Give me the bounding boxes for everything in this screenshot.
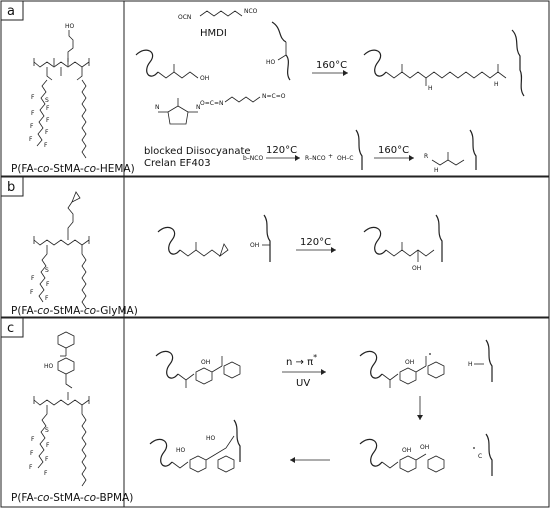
panel-c-radical-pair: OH OH C bbox=[359, 433, 493, 476]
svg-text:F: F bbox=[30, 123, 34, 130]
svg-text:R: R bbox=[424, 153, 428, 160]
svg-text:F: F bbox=[44, 470, 48, 477]
svg-text:F: F bbox=[46, 281, 50, 288]
temp-2: 120°C bbox=[266, 145, 297, 156]
svg-text:H: H bbox=[468, 361, 473, 368]
panel-b-reactant-epoxide bbox=[157, 226, 229, 258]
svg-text:OH: OH bbox=[402, 447, 411, 454]
svg-text:F: F bbox=[44, 142, 48, 149]
svg-text:HO: HO bbox=[266, 59, 276, 66]
svg-text:OCN: OCN bbox=[178, 14, 191, 21]
panel-c-reactant-benzophenone: OH bbox=[155, 350, 241, 388]
svg-text:O=C=N: O=C=N bbox=[200, 100, 223, 107]
panel-c-excited-state: OH H bbox=[359, 339, 493, 388]
svg-text:F: F bbox=[46, 105, 50, 112]
svg-text:HO: HO bbox=[44, 363, 54, 370]
panel-a-letter: a bbox=[7, 4, 15, 19]
panel-b-letter: b bbox=[7, 180, 15, 195]
panel-b-product: OH bbox=[363, 214, 443, 272]
svg-text:H: H bbox=[434, 167, 439, 174]
svg-text:S: S bbox=[45, 97, 49, 104]
temp-1: 160°C bbox=[316, 60, 347, 71]
panel-b-frame bbox=[0, 176, 550, 318]
panel-b-caption: P(FA-co-StMA-co-GlyMA) bbox=[11, 305, 138, 317]
svg-text:F: F bbox=[46, 442, 50, 449]
hmdi-label: HMDI bbox=[200, 28, 227, 39]
svg-text:F: F bbox=[46, 117, 50, 124]
svg-text:F: F bbox=[45, 456, 49, 463]
panel-a-caption: P(FA-co-StMA-co-HEMA) bbox=[11, 163, 135, 175]
svg-text:HO: HO bbox=[176, 447, 186, 454]
svg-text:F: F bbox=[45, 295, 49, 302]
blocked-label-line2: Crelan EF403 bbox=[144, 158, 211, 169]
svg-text:H: H bbox=[428, 85, 433, 92]
svg-text:N=C=O: N=C=O bbox=[262, 93, 286, 100]
svg-text:F: F bbox=[31, 94, 35, 101]
reactant-hema-polymer: OH bbox=[135, 49, 209, 82]
plus-sign: + bbox=[328, 153, 333, 160]
svg-text:OH: OH bbox=[250, 242, 259, 249]
svg-text:F: F bbox=[45, 129, 49, 136]
reactant-chain-oh: HO bbox=[266, 21, 291, 81]
svg-text:F: F bbox=[29, 136, 33, 143]
svg-text:NCO: NCO bbox=[244, 8, 258, 15]
blocked-label-line1: blocked Diisocyanate bbox=[144, 146, 251, 157]
svg-text:S: S bbox=[45, 267, 49, 274]
urethane-product: H H bbox=[363, 29, 525, 97]
svg-text:H: H bbox=[494, 81, 499, 88]
panel-b-letter-box bbox=[0, 176, 24, 197]
svg-text:HO: HO bbox=[206, 435, 216, 442]
svg-text:N: N bbox=[155, 104, 160, 111]
svg-text:C: C bbox=[478, 453, 482, 460]
svg-text:OH: OH bbox=[420, 444, 429, 451]
diisocyanate-structure: O=C=N N=C=O bbox=[200, 93, 286, 107]
carbamate-product: R H bbox=[424, 129, 477, 174]
panel-b-temp: 120°C bbox=[300, 237, 331, 248]
hmdi-molecule: OCN NCO bbox=[178, 8, 258, 21]
fragment-bnco: b–NCO bbox=[243, 155, 263, 162]
fragment-ohc: OH–C bbox=[337, 155, 353, 162]
panel-c-caption: P(FA-co-StMA-co-BPMA) bbox=[11, 492, 133, 504]
svg-text:HO: HO bbox=[65, 23, 75, 30]
svg-text:F: F bbox=[31, 275, 35, 282]
panel-c-crosslinked-product: HO HO bbox=[149, 419, 241, 473]
svg-text:OH: OH bbox=[412, 265, 421, 272]
svg-text:F: F bbox=[29, 464, 33, 471]
svg-text:OH: OH bbox=[201, 359, 210, 366]
svg-text:OH: OH bbox=[200, 75, 209, 82]
svg-text:N: N bbox=[196, 104, 201, 111]
panel-c-polymer-structure: HO S FF FF FF bbox=[29, 331, 90, 487]
blocked-diisocyanate-structure: N N bbox=[155, 98, 201, 125]
panel-c-letter: c bbox=[7, 321, 14, 336]
panel-a-frame bbox=[0, 0, 550, 177]
panel-a-polymer-structure: HO S FF FF FF FF bbox=[29, 23, 90, 159]
svg-text:F: F bbox=[30, 450, 34, 457]
transition-label: n → π* bbox=[286, 353, 317, 368]
panel-c-letter-box bbox=[0, 317, 24, 338]
svg-text:F: F bbox=[30, 289, 34, 296]
panel-b-reactant-oh: OH bbox=[250, 214, 271, 262]
svg-text:S: S bbox=[45, 427, 49, 434]
svg-text:F: F bbox=[31, 436, 35, 443]
panel-c-frame bbox=[0, 317, 550, 508]
uv-label: UV bbox=[296, 378, 310, 389]
svg-text:OH: OH bbox=[405, 359, 414, 366]
svg-text:F: F bbox=[31, 110, 35, 117]
fragment-rnco: R–NCO bbox=[305, 155, 326, 162]
panel-b-polymer-structure: S FF FF bbox=[30, 191, 90, 309]
panel-a-letter-box bbox=[0, 0, 24, 21]
temp-3: 160°C bbox=[378, 145, 409, 156]
